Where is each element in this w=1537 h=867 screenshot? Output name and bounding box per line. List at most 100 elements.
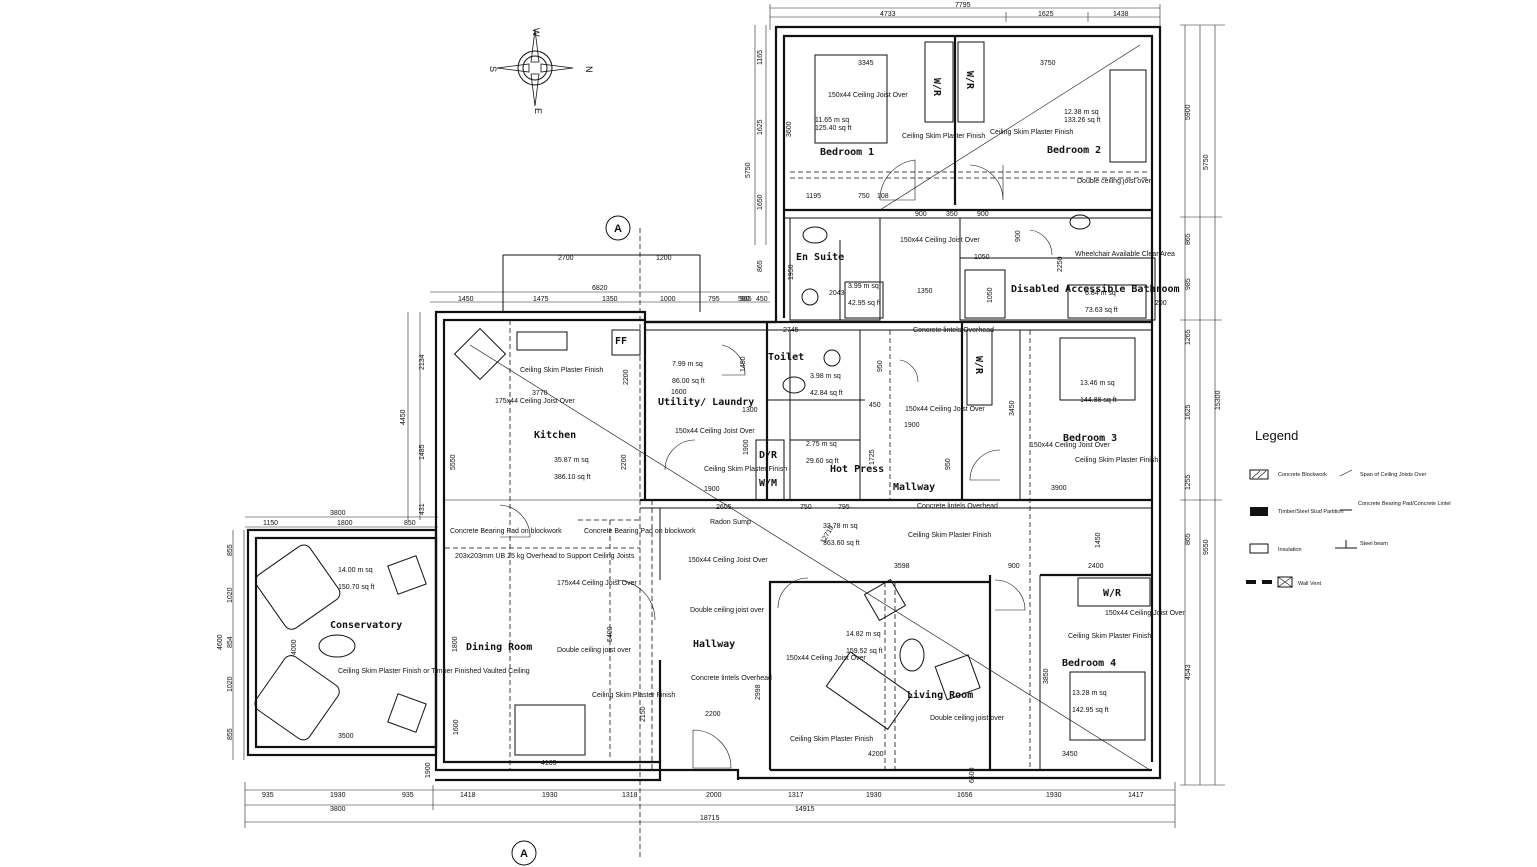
bedroom-4-area-m: 13.28 m sq [1072, 690, 1107, 697]
dim-cons-left-2: 1020 [227, 587, 234, 603]
dim-inner-29: 2200 [621, 454, 628, 470]
legend-item-insulation: Insulation [1278, 547, 1302, 553]
dim-inner-47: 200 [1155, 300, 1167, 307]
compass-label-w: W [531, 28, 541, 37]
dim-inner-17: 2200 [623, 369, 630, 385]
bedroom-4-finish: Ceiling Skim Plaster Finish [1068, 633, 1151, 640]
dim-inner-43: 3900 [1051, 485, 1067, 492]
dim-inner-38: 3450 [1062, 751, 1078, 758]
toilet-area-m: 3.98 m sq [810, 373, 841, 380]
dim-inner-6: 900 [977, 211, 989, 218]
dim-bottom-overall: 18715 [700, 815, 720, 822]
dining-finish: Ceiling Skim Plaster Finish [592, 692, 675, 699]
dim-bottom-10: 1656 [957, 792, 973, 799]
dim-inner-4: 900 [915, 211, 927, 218]
furniture [254, 54, 1147, 756]
dim-inner-1: 1195 [806, 193, 821, 200]
bedroom-2-joist: Double ceiling joist over [1077, 178, 1152, 185]
dim-inner-34: 2200 [705, 711, 721, 718]
dim-bottom-8: 1317 [788, 792, 804, 799]
en-suite-area-m: 3.99 m sq [848, 283, 879, 290]
dim-inner-9: 2250 [1057, 256, 1064, 272]
dim-inner-49: 3600 [786, 121, 793, 137]
dim-right-1: 5900 [1185, 104, 1192, 120]
dim-top-3: 1438 [1113, 11, 1129, 18]
dim-left-bed-5: 865 [757, 260, 764, 272]
room-bedroom-2: Bedroom 2 [1047, 145, 1101, 156]
dim-bed2-width: 3750 [1040, 60, 1056, 67]
dim-inner-48: 560 [738, 296, 750, 303]
legend-title: Legend [1255, 428, 1298, 443]
dim-top-overall: 7795 [955, 2, 971, 9]
room-mallway: Mallway [893, 482, 935, 493]
dim-inner-35: 2998 [755, 684, 762, 700]
dim-kitchen-top-8: 795 [708, 296, 720, 303]
washing-machine: W/M [759, 478, 777, 489]
dim-left-bed-3: 5750 [745, 162, 752, 178]
dim-inner-21: 1725 [869, 449, 876, 465]
kitchen-finish: Ceiling Skim Plaster Finish [520, 367, 603, 374]
kitchen-joist: 175x44 Ceiling Joist Over [495, 398, 575, 405]
dim-left-bed-2: 1625 [757, 119, 764, 135]
dim-cons-bottom: 3500 [338, 733, 354, 740]
conservatory-area-m: 14.00 m sq [338, 567, 373, 574]
dim-kitchen-top-1: 2700 [558, 255, 574, 262]
legend-item-joists: Span of Ceiling Joists Over [1360, 472, 1427, 478]
dimension-lines [232, 4, 1225, 828]
dim-right-3: 865 [1185, 233, 1192, 245]
dim-kitchen-top-6: 1350 [602, 296, 618, 303]
hallway-area-m: 33.78 m sq [823, 523, 858, 530]
bedroom-3-finish: Ceiling Skim Plaster Finish [1075, 457, 1158, 464]
dim-inner-26: 950 [945, 458, 952, 470]
dim-inner-2: 750 [858, 193, 870, 200]
hallway-joist: 150x44 Ceiling Joist Over [688, 557, 768, 564]
dim-inner-39: 4165 [541, 760, 557, 767]
mallway-joist: 150x44 Ceiling Joist Over [905, 406, 985, 413]
hallway-area-ft: 363.60 sq ft [823, 540, 860, 547]
bedroom-4-joist: 150x44 Ceiling Joist Over [1105, 610, 1185, 617]
note-bearing-1: Concrete Bearing Pad on blockwork [450, 528, 562, 535]
dim-kitchen-top-5: 1475 [533, 296, 549, 303]
kitchen-area-ft: 386.10 sq ft [554, 474, 591, 481]
dim-right-2: 5750 [1203, 154, 1210, 170]
section-marker-top: A [614, 223, 622, 235]
room-bedroom-3: Bedroom 3 [1063, 433, 1117, 444]
dim-right-8: 865 [1185, 533, 1192, 545]
dim-inner-41: 2400 [1088, 563, 1104, 570]
dim-right-lower: 9550 [1203, 539, 1210, 555]
dim-bottom-6: 1318 [622, 792, 638, 799]
dim-inner-37: 3850 [1043, 668, 1050, 684]
dim-cons-inner: 4000 [291, 639, 298, 655]
dim-bottom-3: 935 [402, 792, 414, 799]
room-living-room: Living Room [907, 689, 973, 701]
room-dining-room: Dining Room [466, 641, 532, 653]
dim-bottom-4: 1418 [460, 792, 476, 799]
dim-inner-14: 1450 [740, 356, 747, 372]
dim-inner-42: 3598 [894, 563, 910, 570]
dim-right-overall: 15300 [1215, 390, 1222, 410]
dim-inner-50: 6500 [969, 767, 976, 783]
note-bearing-2: Concrete Bearing Pad on blockwork [584, 528, 696, 535]
dim-top-2: 1625 [1038, 11, 1054, 18]
room-conservatory: Conservatory [330, 620, 402, 631]
room-en-suite: En Suite [796, 251, 844, 263]
hallway-double-joist: Double ceiling joist over [690, 607, 765, 614]
living-double-joist: Double ceiling joist over [930, 715, 1005, 722]
dining-joist: 175x44 Ceiling Joist Over [557, 580, 637, 587]
bedroom-1-joist: 150x44 Ceiling Joist Over [828, 92, 908, 99]
conservatory-area-ft: 150.70 sq ft [338, 584, 375, 591]
dining-double-joist: Double ceiling joist over [557, 647, 632, 654]
bedroom-2-area-ft: 133.26 sq ft [1064, 117, 1101, 124]
dim-kitchen-top-4: 1450 [458, 296, 474, 303]
door-swings [499, 159, 1053, 769]
dim-inner-46: 2043 [829, 290, 845, 297]
wardrobe-2: W/R [964, 71, 975, 90]
compass-label-s: S [488, 66, 498, 72]
room-hallway: Hallway [693, 639, 735, 650]
dim-inner-32: 1600 [453, 719, 460, 735]
compass-label-n: N [584, 66, 594, 73]
dim-right-7: 1255 [1185, 474, 1192, 490]
dim-inner-11: 1050 [987, 287, 994, 303]
dim-left-bed-4: 1650 [757, 194, 764, 210]
compass-rose [496, 29, 574, 107]
